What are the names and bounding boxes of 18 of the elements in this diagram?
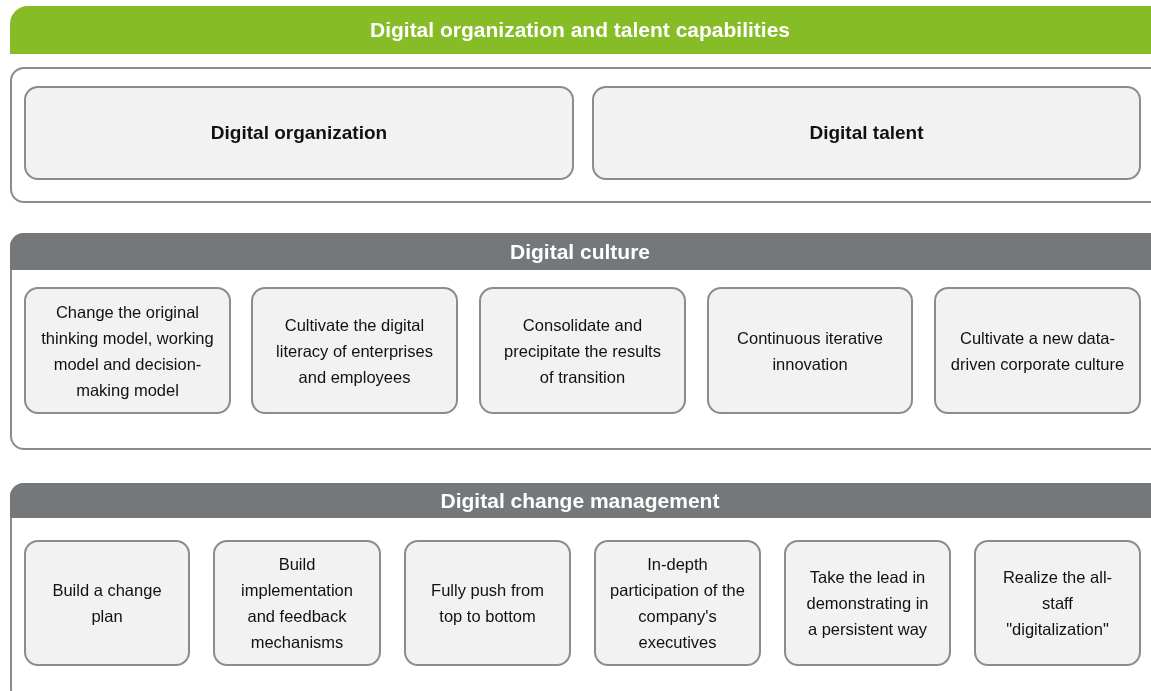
capability-box: Build a change plan bbox=[24, 540, 190, 666]
capability-box: Build implementation and feedback mechanisms bbox=[213, 540, 381, 666]
capability-box: Continuous iterative innovation bbox=[707, 287, 913, 414]
capability-box: Digital talent bbox=[592, 86, 1141, 180]
section-heading: Digital culture bbox=[510, 238, 650, 265]
section-heading: Digital change management bbox=[440, 487, 720, 514]
section-panel bbox=[10, 233, 1151, 450]
capability-box: Change the original thinking model, working model and decision-making model bbox=[24, 287, 231, 414]
capability-box: Digital organization bbox=[24, 86, 574, 180]
capability-box: Take the lead in demonstrating in a persistent way bbox=[784, 540, 951, 666]
capability-box: Realize the all-staff "digitalization" bbox=[974, 540, 1141, 666]
capability-box: Cultivate the digital literacy of enterprises and employees bbox=[251, 287, 458, 414]
section-heading: Digital organization and talent capabilities bbox=[369, 17, 791, 44]
capability-box: In-depth participation of the company's executives bbox=[594, 540, 761, 666]
capability-box: Consolidate and precipitate the results of transition bbox=[479, 287, 686, 414]
capability-box: Fully push from top to bottom bbox=[404, 540, 571, 666]
capability-box: Cultivate a new data-driven corporate culture bbox=[934, 287, 1141, 414]
section-panel bbox=[10, 483, 1151, 691]
